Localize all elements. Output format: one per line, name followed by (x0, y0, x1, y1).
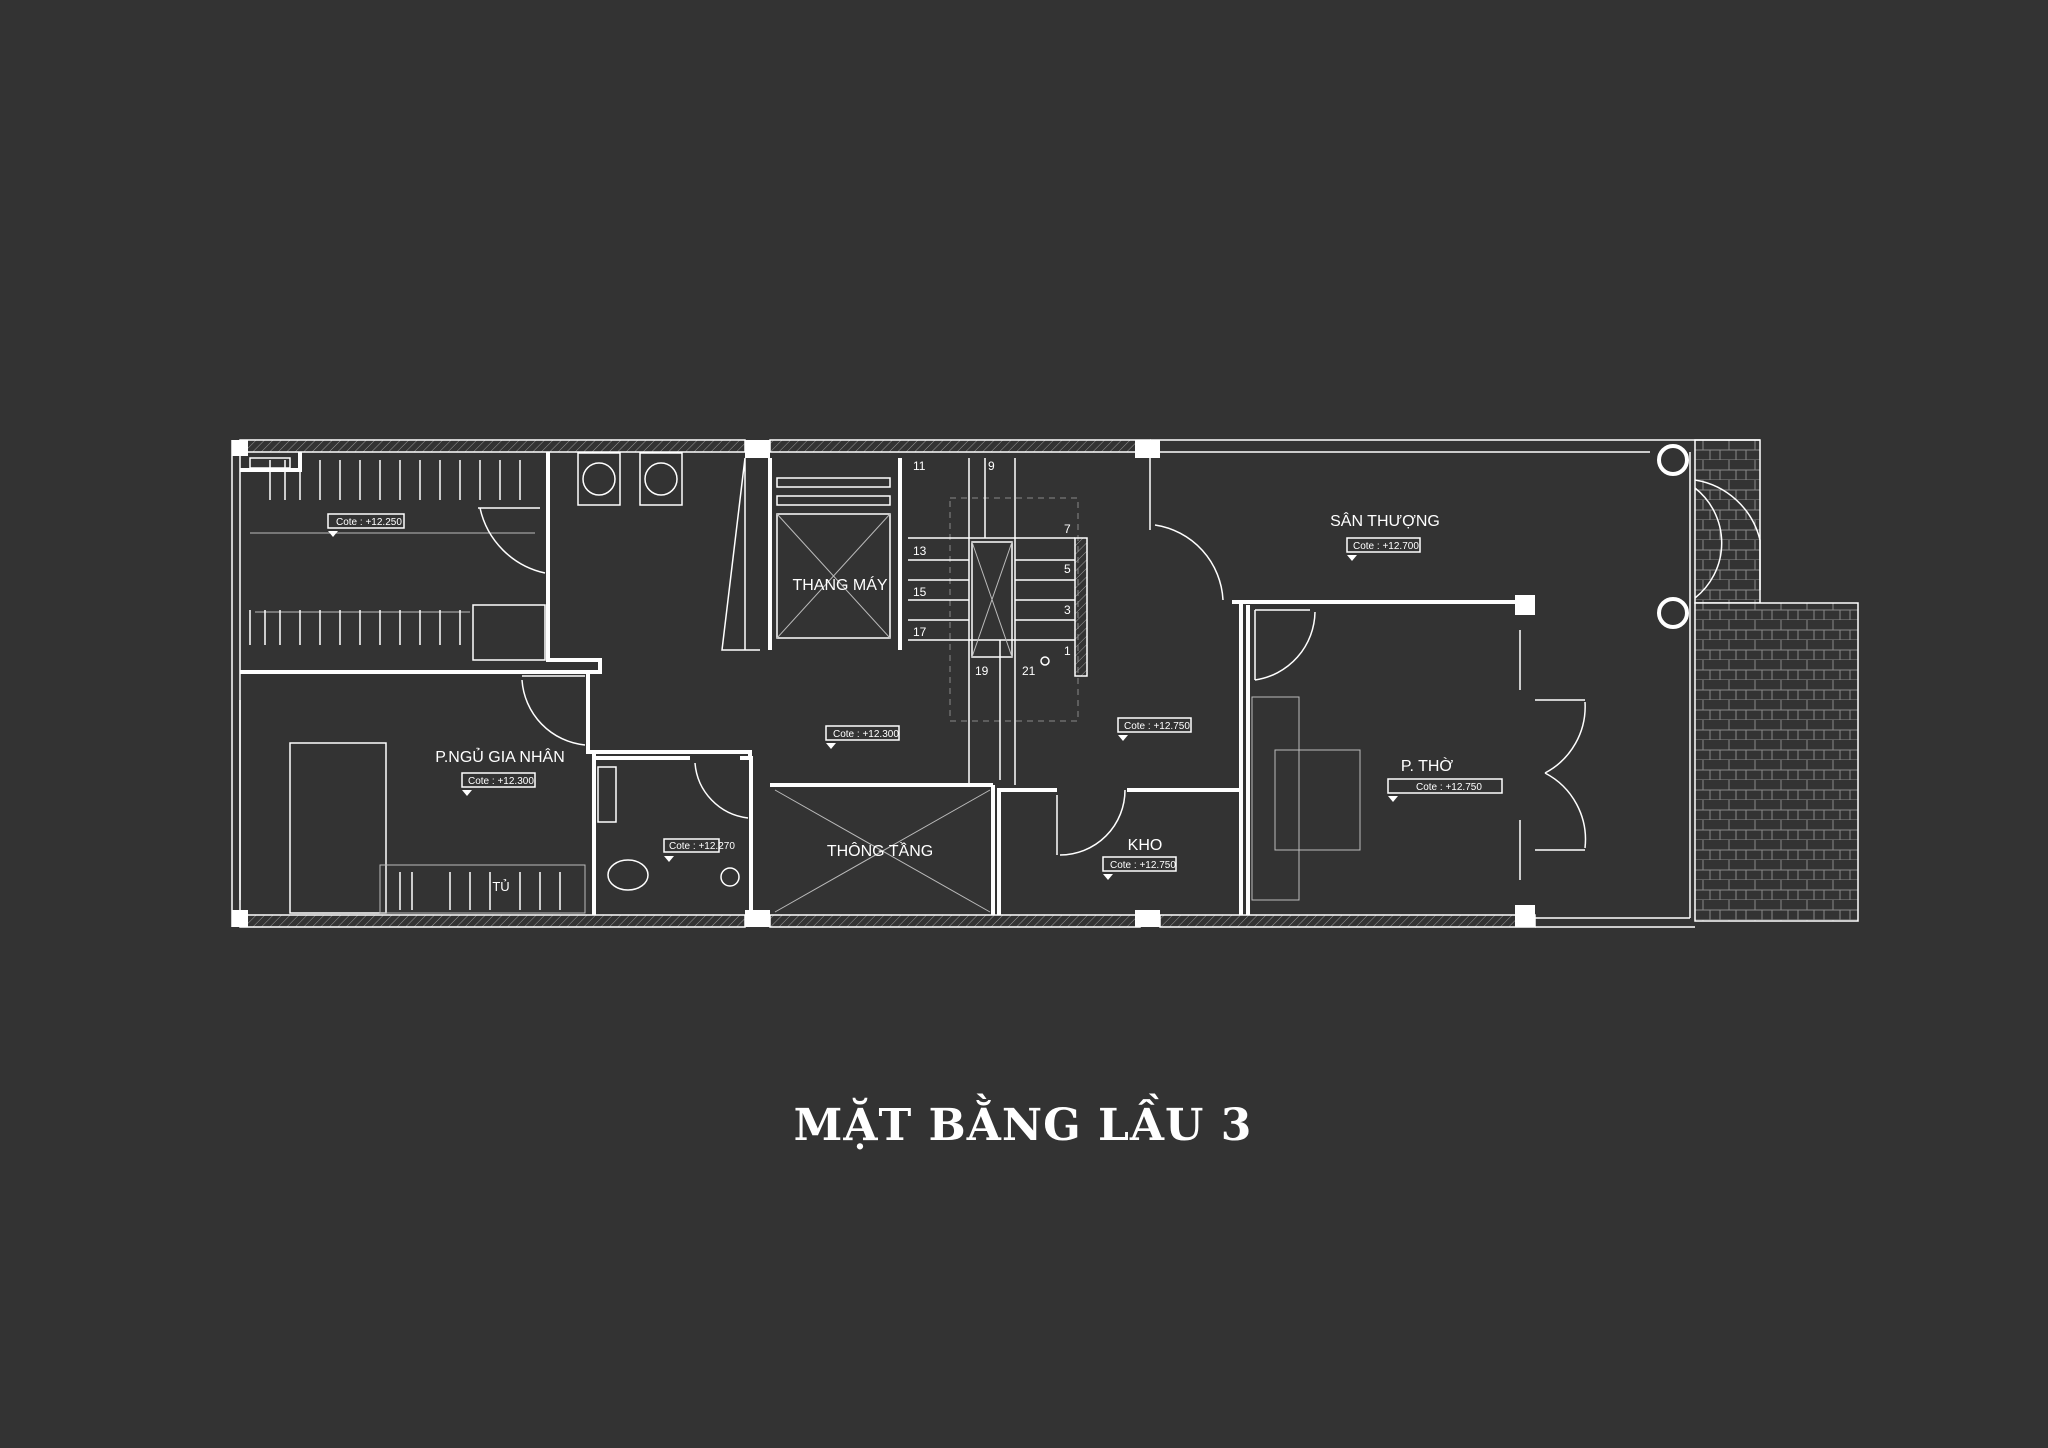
roof-tiles-lower (1694, 602, 1859, 922)
void-area: THÔNG TẦNG (770, 783, 995, 915)
laundry-area (577, 452, 760, 651)
plan-title: MẶT BẰNG LẦU 3 (794, 1092, 1253, 1151)
step-9: 9 (988, 459, 995, 473)
storage-cote: Cote : +12.750 (1110, 860, 1176, 871)
elevator: THANG MÁY (768, 458, 902, 650)
wardrobe-label: TỦ (492, 879, 509, 894)
step-17: 17 (913, 625, 927, 639)
step-13: 13 (913, 544, 927, 558)
staircase: 1 3 5 7 9 11 13 15 17 19 21 (908, 458, 1224, 785)
roof-tiles-upper (1694, 439, 1761, 604)
step-11: 11 (913, 459, 926, 473)
landing: Cote : +12.750 (1117, 717, 1192, 741)
step-19: 19 (975, 664, 989, 678)
storage-label: KHO (1128, 837, 1163, 854)
hall-cote: Cote : +12.300 (833, 729, 899, 740)
terrace: SÂN THƯỢNG Cote : +12.700 (1330, 511, 1440, 561)
terrace-cote: Cote : +12.700 (1353, 541, 1419, 552)
landing-cote: Cote : +12.750 (1124, 721, 1190, 732)
void-label: THÔNG TẦNG (827, 841, 933, 860)
step-21: 21 (1022, 664, 1036, 678)
step-7: 7 (1064, 522, 1071, 536)
altar-cote: Cote : +12.750 (1416, 782, 1482, 793)
elevator-label: THANG MÁY (792, 575, 887, 594)
bedroom-cote: Cote : +12.300 (468, 776, 534, 787)
closet-cote: Cote : +12.250 (336, 517, 402, 528)
closet-room: Cote : +12.250 (240, 452, 602, 674)
terrace-label: SÂN THƯỢNG (1330, 511, 1440, 530)
wc-cote: Cote : +12.270 (669, 841, 735, 852)
storage-room: KHO Cote : +12.750 (997, 602, 1243, 915)
wc-room: Cote : +12.270 (592, 752, 753, 915)
step-1: 1 (1064, 644, 1071, 658)
step-5: 5 (1064, 562, 1071, 576)
altar-room: P. THỜ Cote : +12.750 (1232, 600, 1587, 915)
hall: Cote : +12.300 (825, 725, 900, 749)
altar-label: P. THỜ (1401, 756, 1454, 775)
step-15: 15 (913, 585, 927, 599)
outer-walls (231, 439, 1761, 928)
step-3: 3 (1064, 603, 1071, 617)
bedroom: P.NGỦ GIA NHÂN Cote : +12.300 TỦ (239, 672, 752, 914)
bedroom-label: P.NGỦ GIA NHÂN (435, 747, 565, 766)
